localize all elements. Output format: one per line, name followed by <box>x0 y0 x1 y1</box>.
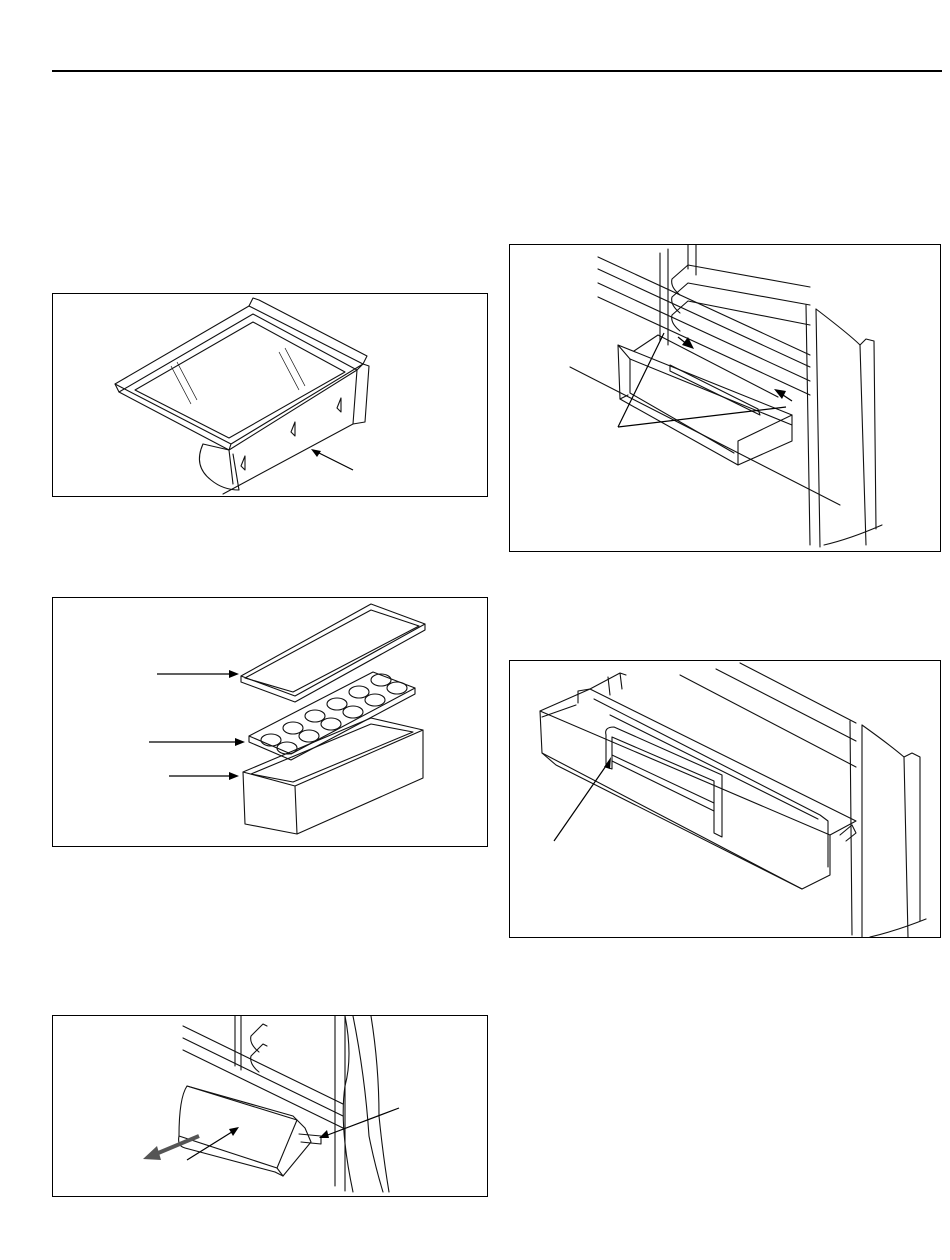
figure-egg-tray <box>52 597 488 847</box>
egg-tray-illustration <box>53 598 488 847</box>
freezer-basket-tabs-illustration <box>510 245 941 552</box>
header-rule <box>52 70 942 72</box>
figure-door-bin <box>52 1015 488 1197</box>
figure-freezer-basket-tabs <box>509 244 941 552</box>
door-bin-illustration <box>53 1016 488 1197</box>
figure-freezer-basket-divider <box>509 660 941 938</box>
crisper-drawer-illustration <box>53 294 488 497</box>
figure-crisper-drawer <box>52 293 488 497</box>
freezer-basket-divider-illustration <box>510 661 941 938</box>
